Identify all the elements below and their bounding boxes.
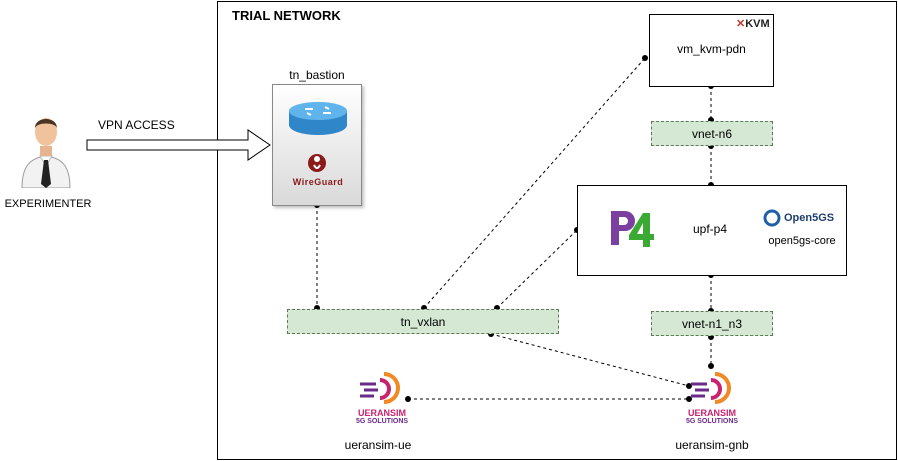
experimenter-person-icon — [21, 118, 71, 188]
ueransim-ue-label: ueransim-ue — [344, 438, 412, 452]
open5gs-ring-icon — [763, 209, 781, 227]
open5gs-logo: Open5GS — [763, 209, 834, 227]
link-vxlan-upf — [496, 229, 578, 309]
link-vxlan-gnb — [490, 333, 690, 387]
trial-network-frame — [217, 1, 897, 460]
link-vxlan-kvm — [423, 57, 646, 309]
experimenter-label: EXPERIMENTER — [4, 198, 92, 210]
ueransim-gnb-logo-subtext: 5G SOLUTIONS — [685, 418, 739, 425]
wireguard-dragon-icon — [308, 154, 326, 172]
wireguard-logo-text: WireGuard — [292, 177, 344, 187]
trial-network-title: TRIAL NETWORK — [232, 8, 341, 23]
ueransim-gnb-logo-icon — [691, 372, 731, 404]
p4-logo-icon — [611, 211, 654, 247]
network-vnet-n6[interactable]: vnet-n6 — [651, 121, 773, 146]
ueransim-ue-logo-text: UERANSIM — [357, 408, 406, 418]
vpn-access-label: VPN ACCESS — [98, 118, 175, 132]
ueransim-gnb-logo-text: UERANSIM — [687, 408, 736, 418]
router-icon — [289, 102, 347, 135]
network-vnet-n1-n3[interactable]: vnet-n1_n3 — [651, 311, 773, 336]
bastion-label: tn_bastion — [289, 68, 345, 82]
ueransim-gnb-label: ueransim-gnb — [675, 438, 749, 452]
kvm-vm-label: vm_kvm-pdn — [677, 42, 746, 56]
vpn-access-arrow — [86, 129, 271, 161]
network-tn-vxlan[interactable]: tn_vxlan — [287, 309, 559, 334]
ueransim-ue-logo-icon — [360, 372, 400, 404]
ueransim-ue-logo-subtext: 5G SOLUTIONS — [355, 418, 409, 425]
upf-label: upf-p4 — [692, 222, 728, 236]
kvm-logo-text: KVM — [745, 18, 770, 30]
kvm-logo: ✕KVM — [736, 17, 770, 30]
kvm-logo-mark: ✕ — [736, 18, 746, 30]
kvm-vm-node[interactable] — [649, 14, 774, 87]
open5gs-logo-text: Open5GS — [784, 212, 835, 224]
open5gs-core-label: open5gs-core — [768, 235, 836, 247]
bastion-server-node[interactable]: WireGuard — [272, 84, 362, 206]
